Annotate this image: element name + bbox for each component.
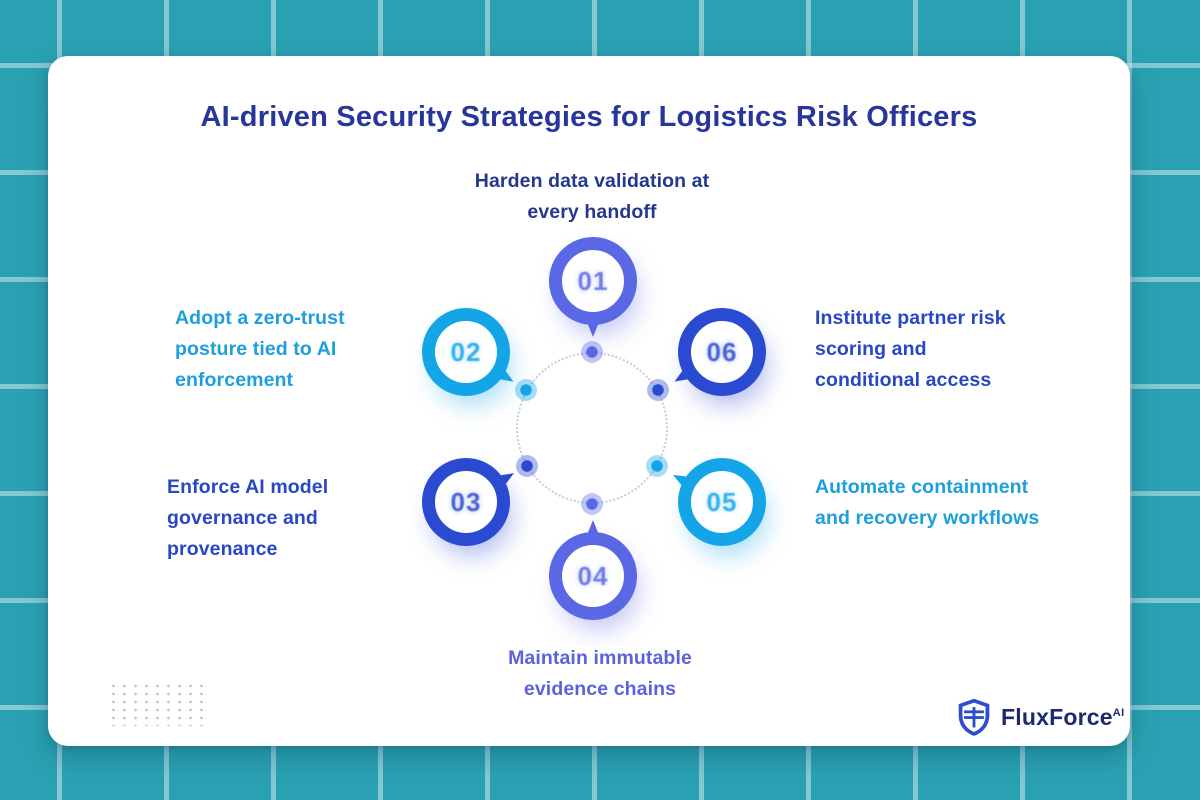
step-label-06: Institute partner risk scoring and condi… — [815, 307, 1006, 391]
step-number-06: 06 — [706, 336, 738, 367]
step-label-01: Harden data validation at every handoff — [474, 170, 710, 223]
hub-node-03 — [516, 455, 538, 477]
step-badge-06: 06 — [678, 308, 766, 396]
hub-node-04 — [581, 493, 603, 515]
badge-ring: 03 — [422, 458, 510, 546]
hub-dotted-circle — [516, 352, 668, 504]
shield-icon — [956, 697, 992, 737]
step-badge-01: 01 — [549, 237, 637, 325]
badge-ring: 05 — [678, 458, 766, 546]
brand-logo: FluxForceAI — [956, 696, 1125, 738]
badge-ring: 04 — [549, 532, 637, 620]
step-label-02: Adopt a zero-trust posture tied to AI en… — [175, 307, 345, 391]
hub-node-06 — [647, 379, 669, 401]
badge-ring: 01 — [549, 237, 637, 325]
hub-node-02 — [515, 379, 537, 401]
hub-node-01 — [581, 341, 603, 363]
badge-ring: 06 — [678, 308, 766, 396]
step-badge-03: 03 — [422, 458, 510, 546]
brand-name: FluxForceAI — [1001, 703, 1125, 730]
step-number-03: 03 — [450, 486, 482, 517]
hub-node-05 — [646, 455, 668, 477]
step-badge-04: 04 — [549, 532, 637, 620]
step-number-01: 01 — [577, 265, 609, 296]
step-number-04: 04 — [577, 560, 609, 591]
step-number-02: 02 — [450, 336, 482, 367]
decorative-dot-grid — [108, 682, 208, 726]
step-label-04: Maintain immutable evidence chains — [508, 647, 692, 700]
step-label-03: Enforce AI model governance and provenan… — [167, 476, 329, 560]
step-badge-05: 05 — [678, 458, 766, 546]
badge-ring: 02 — [422, 308, 510, 396]
step-badge-02: 02 — [422, 308, 510, 396]
brand-suffix: AI — [1112, 706, 1125, 719]
page-title: AI-driven Security Strategies for Logist… — [200, 101, 978, 134]
step-number-05: 05 — [706, 486, 738, 517]
step-label-05: Automate containment and recovery workfl… — [815, 476, 1040, 529]
